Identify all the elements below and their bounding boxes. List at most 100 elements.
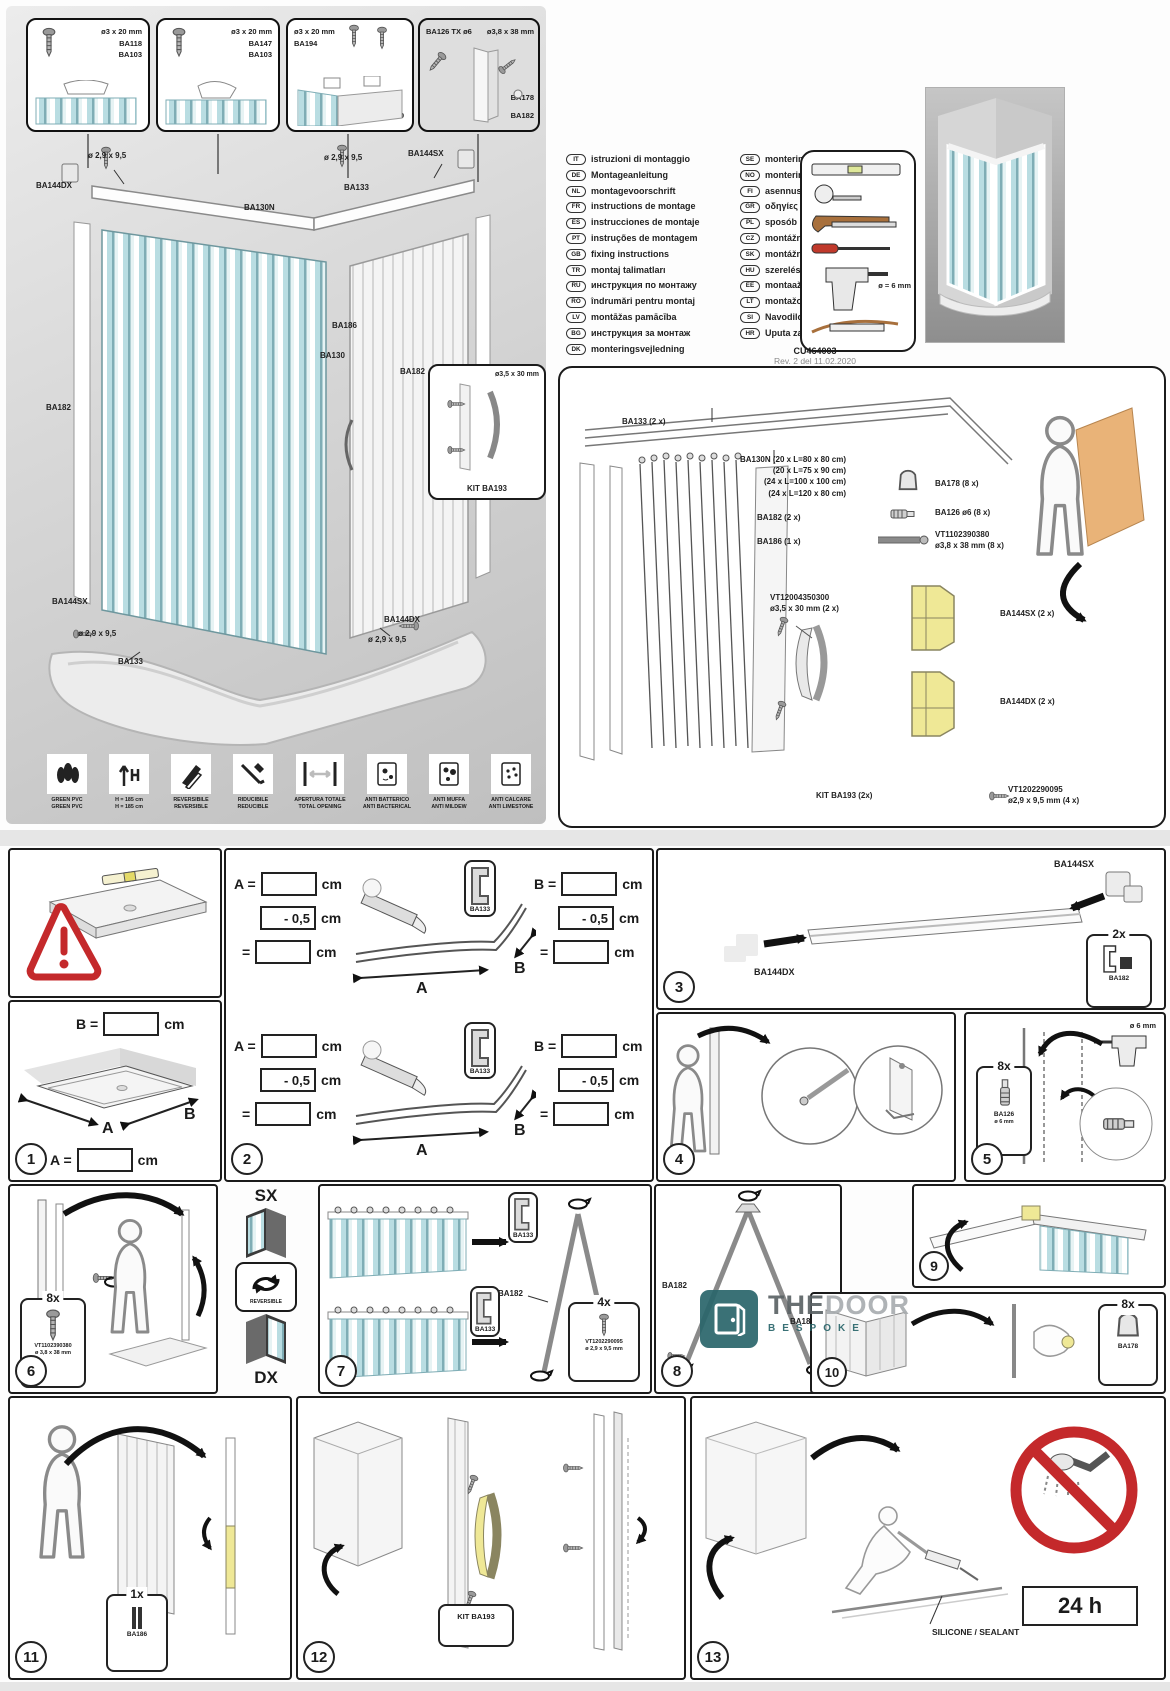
language-code-badge: EE <box>740 280 760 292</box>
language-row: DK monteringsvejledning <box>566 342 700 358</box>
magnet-profile-icon <box>132 1607 142 1629</box>
step-number: 4 <box>663 1143 695 1175</box>
step-13-panel: SILICONE / SEALANT 24 h 13 <box>690 1396 1166 1680</box>
measure-input <box>553 940 610 964</box>
measure-input <box>255 940 312 964</box>
step-number: 11 <box>15 1641 47 1673</box>
part-label: BA103 <box>118 50 142 60</box>
sealant-illustration <box>705 1421 1138 1625</box>
callout-box-4: BA126 TX ø6 ø3,8 x 38 mm BA178 BA182 <box>418 18 540 132</box>
quantity-badge: 2x BA182 <box>1086 927 1152 1008</box>
step-number: 2 <box>231 1143 263 1175</box>
language-instruction-label: Montageanleitung <box>591 169 668 180</box>
tape-measure-icon <box>814 184 834 204</box>
part-label: BA126 TX ø6 <box>426 27 472 36</box>
screw-icon <box>172 27 186 57</box>
kit-label: KIT BA193 <box>466 484 508 494</box>
product-photo <box>926 88 1064 342</box>
language-code-badge: LT <box>740 296 760 308</box>
language-code-badge: RO <box>566 296 586 308</box>
exploded-view-panel: ø3 x 20 mm BA118 BA103 ø3 x 20 mm BA147 … <box>6 6 546 824</box>
part-label: BA126 ø6 (8 x) <box>935 508 991 517</box>
language-row: NL montagevoorschrift <box>566 184 700 200</box>
corner-part-sx <box>911 585 955 651</box>
measure-input <box>260 872 317 896</box>
language-row: PT instruções de montagem <box>566 231 700 247</box>
dim-prefix: B = <box>534 1038 557 1054</box>
callout-box-1: ø3 x 20 mm BA118 BA103 <box>26 18 150 132</box>
screw-size-label: ø3,8 x 38 mm <box>486 27 534 36</box>
kit-inset-box: ø3,5 x 30 mm KIT BA193 <box>428 364 546 500</box>
screw-icon <box>46 1309 60 1341</box>
sx-label: SX <box>254 1186 278 1205</box>
measure-input <box>553 1102 610 1126</box>
unit-label: cm <box>622 1038 643 1054</box>
dimension-b-prefix: B = <box>76 1016 99 1032</box>
measure-input: - 0,5 <box>260 906 316 930</box>
screw-icon <box>42 27 56 57</box>
dx-label: DX <box>254 1368 278 1387</box>
screw-size-label: ø3 x 20 mm <box>101 27 142 36</box>
doc-code-line: CU464003 <box>793 346 837 356</box>
rail-corner-assembly-illustration <box>724 871 1143 962</box>
cut-rail-illustration <box>352 878 536 984</box>
language-code-badge: SE <box>740 154 760 166</box>
unit-label: cm <box>137 1152 158 1168</box>
tools-illustration <box>811 163 901 334</box>
language-instruction-label: montaažijuhis <box>765 280 826 291</box>
part-label: BA182 (2 x) <box>757 513 801 522</box>
part-label-profile: BA182 <box>400 367 425 376</box>
part-label-magnet: BA186 <box>332 321 357 330</box>
part-label-corner: BA144DX <box>384 615 421 624</box>
doc-revision-line: Rev. 2 del 11.02.2020 <box>774 356 856 366</box>
language-instruction-label: instruções de montagem <box>591 232 698 243</box>
step-12-panel: KIT BA193 12 <box>296 1396 686 1680</box>
step-6-panel: 8x VT1102390380 ø 3,8 x 38 mm 6 <box>8 1184 218 1394</box>
logo-word-door: DOOR <box>825 1290 910 1320</box>
curtain-part-lines: BA130N (20 x L=80 x 80 cm)(20 x L=75 x 9… <box>710 454 846 499</box>
part-label: VT12004350300 <box>770 593 830 602</box>
part-size-label: ø2,9 x 9,5 mm (4 x) <box>1008 796 1080 805</box>
measure-input <box>255 1102 312 1126</box>
language-row: GB fixing instructions <box>566 247 700 263</box>
step-number: 6 <box>15 1355 47 1387</box>
language-instruction-label: istruzioni di montaggio <box>591 154 690 164</box>
language-code-badge: LV <box>566 312 586 324</box>
corner-part-highlight <box>1021 1205 1041 1221</box>
part-label: BA144SX <box>1054 859 1095 869</box>
unit-label: cm <box>619 1072 640 1088</box>
product-photo-illustration <box>938 98 1052 317</box>
language-code-badge: HR <box>740 328 760 340</box>
language-code-badge: SI <box>740 312 760 324</box>
screw-icon <box>599 1313 609 1336</box>
language-row: LV montāžas pamācība <box>566 310 700 326</box>
rail-profile-badge: BA133 <box>464 1022 496 1079</box>
measure-input <box>561 872 618 896</box>
door-logo-icon <box>700 1290 758 1348</box>
measure-input <box>260 1034 317 1058</box>
quantity-badge: 8x BA126 ø 6 mm <box>976 1059 1032 1156</box>
part-label-rail: BA133 <box>344 183 369 192</box>
hammer-saw-icon <box>233 754 273 794</box>
part-label-corner: BA144SX <box>52 597 88 606</box>
language-instruction-label: montaj talimatları <box>591 264 666 275</box>
language-row: RU инструкция по монтажу <box>566 278 700 294</box>
language-code-badge: DE <box>566 170 586 182</box>
side-panel <box>349 233 469 640</box>
drill-diameter-note: ø = 6 mm <box>878 281 911 290</box>
unit-label: cm <box>321 910 342 926</box>
language-instruction-label: инструкция по монтажу <box>591 280 697 291</box>
opening-arrows-icon <box>296 754 344 794</box>
equals-sign: = <box>242 1106 251 1122</box>
wait-time-box: 24 h <box>1022 1586 1138 1626</box>
language-instruction-label: asennusohjeet <box>765 185 829 196</box>
language-code-badge: GB <box>566 249 586 261</box>
measure-input <box>561 1034 618 1058</box>
